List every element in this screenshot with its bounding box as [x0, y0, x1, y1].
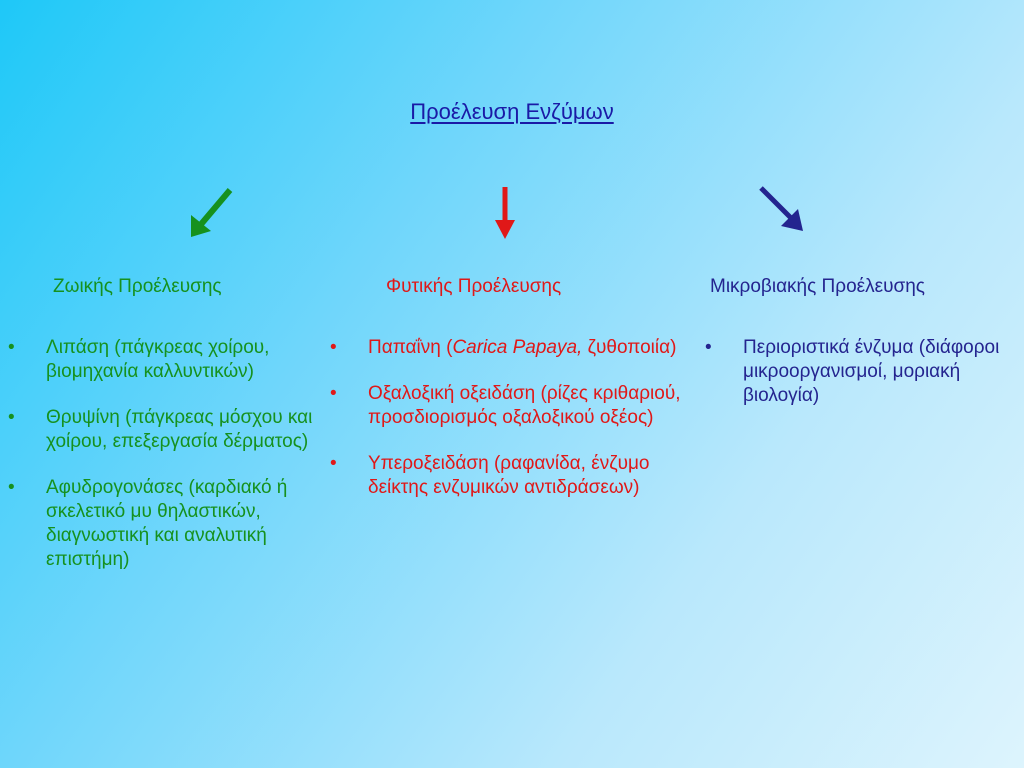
plant-list: • Παπαΐνη (Carica Papaya, ζυθοποιία) • Οξα…: [330, 336, 700, 522]
list-item: • Αφυδρογονάσες (καρδιακό ή σκελετικό μυ …: [8, 476, 338, 572]
list-item: • Περιοριστικά ένζυμα (διάφοροι μικροοργα…: [705, 336, 1005, 408]
bullet-icon: •: [705, 337, 712, 358]
list-item: • Οξαλοξική οξειδάση (ρίζες κριθαριού, πρ…: [330, 382, 700, 430]
heading-microbial: Μικροβιακής Προέλευσης: [710, 276, 925, 297]
list-item: • Λιπάση (πάγκρεας χοίρου, βιομηχανία καλ…: [8, 336, 338, 384]
bullet-icon: •: [330, 337, 337, 358]
heading-animal: Ζωικής Προέλευσης: [53, 276, 222, 297]
item-text: Λιπάση (πάγκρεας χοίρου, βιομηχανία καλλ…: [46, 337, 270, 382]
microbial-list: • Περιοριστικά ένζυμα (διάφοροι μικροοργα…: [705, 336, 1005, 430]
page-title: Προέλευση Ενζύμων: [410, 99, 614, 124]
item-text-before: Παπαΐνη (: [368, 337, 453, 358]
item-text: Υπεροξειδάση (ραφανίδα, ένζυμο δείκτης ε…: [368, 453, 650, 498]
item-text-italic: Carica Papaya,: [452, 337, 583, 358]
item-text: Οξαλοξική οξειδάση (ρίζες κριθαριού, προ…: [368, 383, 681, 428]
bullet-icon: •: [8, 477, 15, 498]
bullet-icon: •: [330, 453, 337, 474]
item-text: Αφυδρογονάσες (καρδιακό ή σκελετικό μυ θ…: [46, 477, 288, 570]
arrow-down-icon: [495, 187, 515, 239]
item-text: Θρυψίνη (πάγκρεας μόσχου και χοίρου, επε…: [46, 407, 313, 452]
bullet-icon: •: [330, 383, 337, 404]
list-item: • Παπαΐνη (Carica Papaya, ζυθοποιία): [330, 336, 700, 360]
bullet-icon: •: [8, 337, 15, 358]
list-item: • Θρυψίνη (πάγκρεας μόσχου και χοίρου, επ…: [8, 406, 338, 454]
arrow-down-left-icon: [191, 188, 233, 237]
bullet-icon: •: [8, 407, 15, 428]
list-item: • Υπεροξειδάση (ραφανίδα, ένζυμο δείκτης …: [330, 452, 700, 500]
item-text: Περιοριστικά ένζυμα (διάφοροι μικροοργαν…: [743, 337, 1000, 406]
item-text-after: ζυθοποιία): [582, 337, 677, 358]
heading-plant: Φυτικής Προέλευσης: [386, 276, 562, 297]
animal-list: • Λιπάση (πάγκρεας χοίρου, βιομηχανία καλ…: [8, 336, 338, 594]
arrow-down-right-icon: [759, 186, 803, 231]
